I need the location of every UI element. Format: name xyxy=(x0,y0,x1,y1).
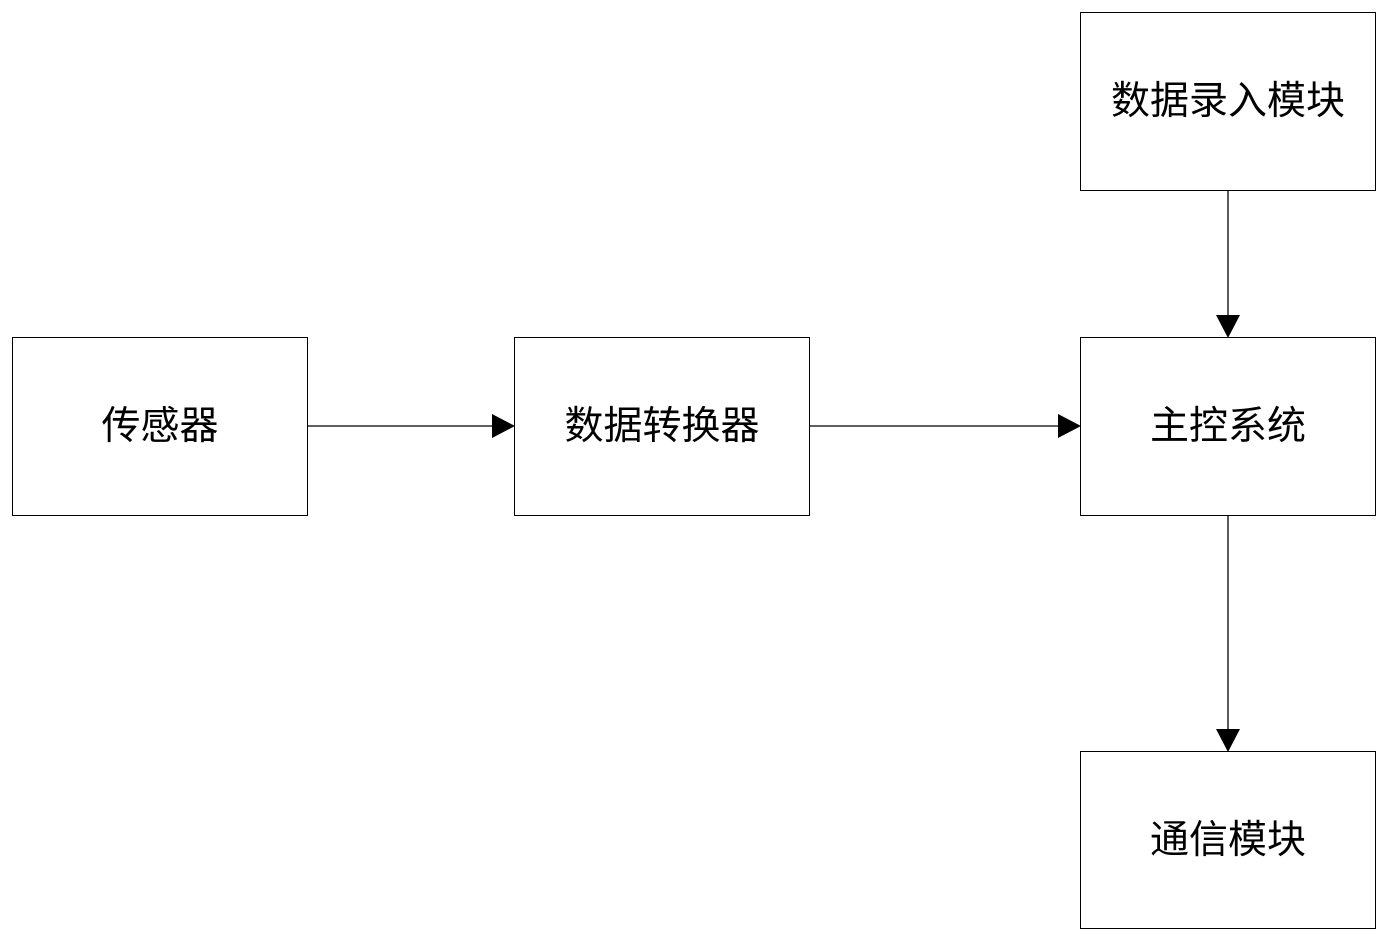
arrow-data-entry-to-main-control xyxy=(1216,190,1240,338)
main-control-label: 主控系统 xyxy=(1149,404,1306,449)
arrow-main-control-to-communication xyxy=(1216,515,1240,752)
data-converter-label: 数据转换器 xyxy=(564,404,760,449)
sensor-label: 传感器 xyxy=(101,404,219,449)
arrow-sensor-to-converter xyxy=(307,414,515,438)
communication-module-label: 通信模块 xyxy=(1149,817,1306,863)
communication-module-box: 通信模块 xyxy=(1080,751,1376,929)
arrow-converter-to-main-control xyxy=(809,414,1081,438)
data-entry-module-label: 数据录入模块 xyxy=(1110,79,1345,124)
data-entry-module-box: 数据录入模块 xyxy=(1080,12,1376,191)
main-control-box: 主控系统 xyxy=(1080,337,1376,516)
data-converter-box: 数据转换器 xyxy=(514,337,810,516)
sensor-box: 传感器 xyxy=(12,337,308,516)
